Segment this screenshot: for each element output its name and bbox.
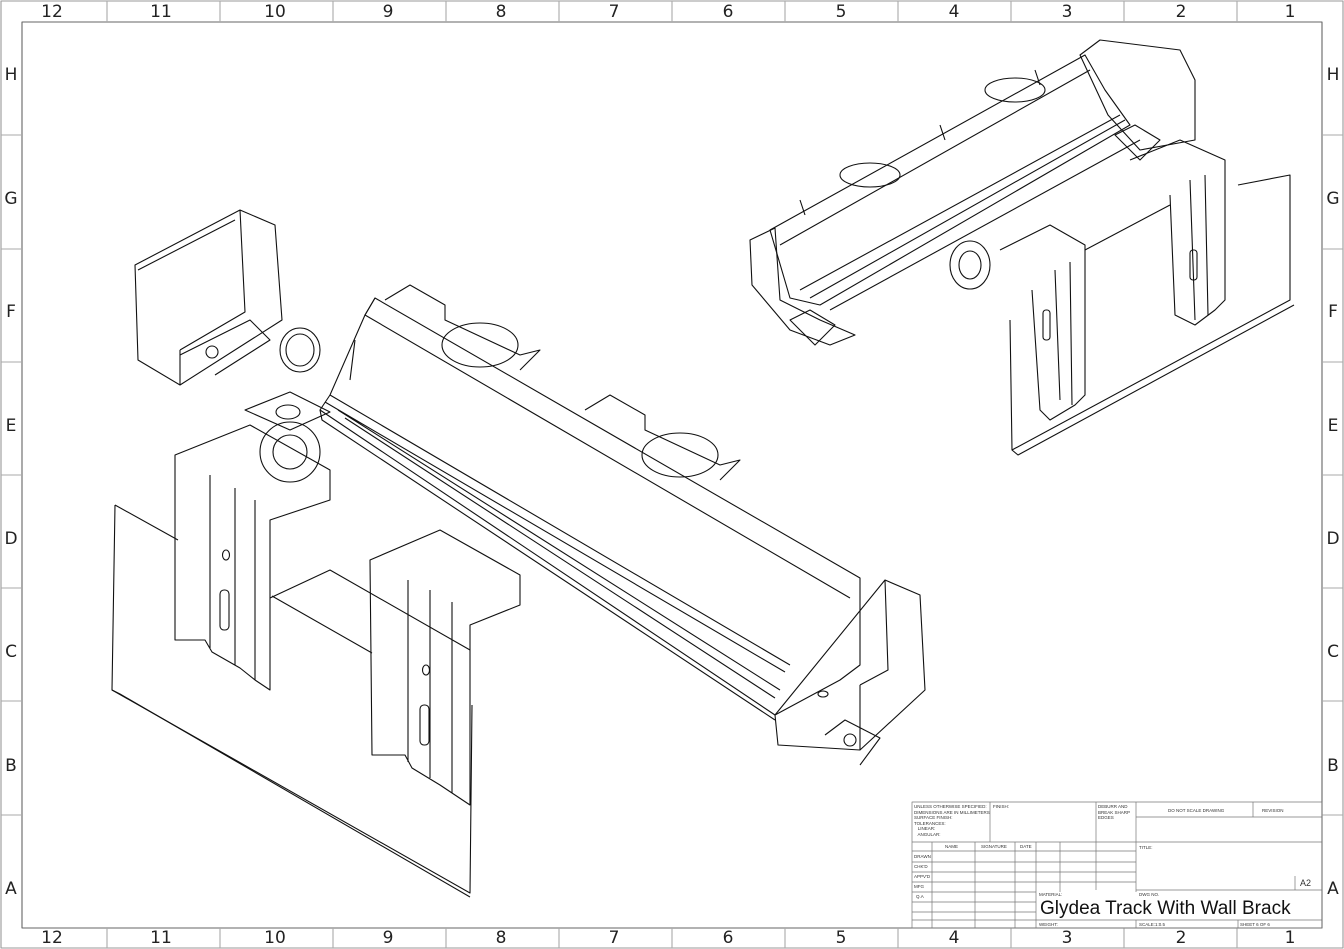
column-label: 10 bbox=[264, 928, 286, 948]
row-label: A bbox=[1327, 879, 1339, 899]
column-label: 1 bbox=[1284, 2, 1296, 22]
eye-rings-left bbox=[244, 327, 331, 483]
material-label: MATERIAL: bbox=[1039, 892, 1063, 897]
column-label: 12 bbox=[41, 2, 63, 22]
row-label: D bbox=[1326, 529, 1340, 549]
inner-border bbox=[21, 21, 1323, 929]
weight-label: WEIGHT: bbox=[1039, 922, 1058, 927]
column-label: 11 bbox=[150, 928, 172, 948]
row-label: C bbox=[5, 642, 17, 662]
wheels-right bbox=[839, 77, 1046, 188]
column-label: 12 bbox=[41, 928, 63, 948]
wall-plate-left bbox=[111, 504, 473, 898]
wall-bracket-left bbox=[174, 424, 331, 691]
column-label: 10 bbox=[264, 2, 286, 22]
title-label: TITLE: bbox=[1139, 845, 1153, 850]
sheet-number: SHEET 6 OF 6 bbox=[1240, 922, 1270, 927]
finish-label: FINISH: bbox=[993, 804, 1010, 809]
column-label: 9 bbox=[382, 928, 394, 948]
column-label: 6 bbox=[722, 2, 734, 22]
general-notes: UNLESS OTHERWISE SPECIFIED: DIMENSIONS A… bbox=[914, 804, 990, 837]
row-label: C bbox=[1327, 642, 1339, 662]
wall-brackets-right bbox=[999, 139, 1226, 421]
row-label: A bbox=[5, 879, 17, 899]
column-label: 5 bbox=[835, 2, 847, 22]
row-label: E bbox=[1327, 416, 1339, 436]
column-label: 1 bbox=[1284, 928, 1296, 948]
sheet-size: A2 bbox=[1300, 878, 1312, 888]
track-rail-main bbox=[319, 297, 861, 721]
row-label: B bbox=[5, 756, 17, 776]
row-label: G bbox=[1326, 189, 1340, 209]
role-mfg: MFG bbox=[914, 884, 924, 889]
column-label: 11 bbox=[150, 2, 172, 22]
eye-ring-right bbox=[949, 240, 991, 290]
column-label: 7 bbox=[608, 928, 620, 948]
title-block-lines bbox=[911, 801, 1323, 929]
header-signature: SIGNATURE bbox=[981, 844, 1007, 849]
column-label: 2 bbox=[1175, 928, 1187, 948]
column-label: 4 bbox=[948, 928, 960, 948]
row-label: H bbox=[1326, 65, 1340, 85]
end-cap-left bbox=[134, 209, 283, 386]
drawing-title: Glydea Track With Wall Brack bbox=[1040, 898, 1291, 919]
end-cap-right bbox=[774, 579, 926, 766]
column-label: 3 bbox=[1061, 928, 1073, 948]
dwg-no-label: DWG NO. bbox=[1139, 892, 1160, 897]
role-approved: APPV'D bbox=[914, 874, 931, 879]
wheel-carriers bbox=[384, 284, 741, 481]
role-checked: CHK'D bbox=[914, 864, 928, 869]
row-label: B bbox=[1327, 756, 1339, 776]
column-label: 6 bbox=[722, 928, 734, 948]
column-label: 5 bbox=[835, 928, 847, 948]
column-label: 4 bbox=[948, 2, 960, 22]
column-label: 8 bbox=[495, 2, 507, 22]
track-rail-right bbox=[769, 54, 1141, 311]
end-caps-right bbox=[749, 39, 1196, 346]
wall-plate-right bbox=[1009, 174, 1295, 456]
header-date: DATE bbox=[1020, 844, 1032, 849]
row-label: E bbox=[5, 416, 17, 436]
row-label: F bbox=[6, 302, 16, 322]
revision-label: REVISION bbox=[1262, 808, 1284, 813]
row-label: F bbox=[1328, 302, 1338, 322]
wall-bracket-middle bbox=[269, 529, 521, 806]
column-label: 8 bbox=[495, 928, 507, 948]
do-not-scale-note: DO NOT SCALE DRAWING bbox=[1168, 808, 1225, 813]
role-qa: Q.A bbox=[916, 894, 924, 899]
column-label: 3 bbox=[1061, 2, 1073, 22]
role-drawn: DRAWN bbox=[914, 854, 931, 859]
deburr-note: DEBURR AND BREAK SHARP EDGES bbox=[1098, 804, 1131, 820]
column-label: 9 bbox=[382, 2, 394, 22]
header-name: NAME bbox=[945, 844, 959, 849]
row-label: H bbox=[4, 65, 18, 85]
row-label: G bbox=[4, 189, 18, 209]
column-label: 7 bbox=[608, 2, 620, 22]
column-label: 2 bbox=[1175, 2, 1187, 22]
row-label: D bbox=[4, 529, 18, 549]
scale-label: SCALE:1:0.5 bbox=[1139, 922, 1166, 927]
